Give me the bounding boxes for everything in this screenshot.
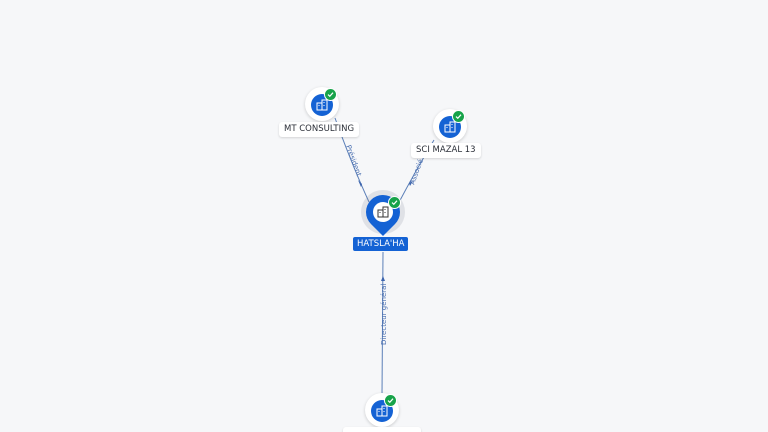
verified-check-icon [384,394,397,407]
building-icon [444,121,456,133]
focus-node-label[interactable]: HATSLA'HA [353,237,409,251]
verified-check-icon [388,196,401,209]
edge-label-directeur-general: Directeur général [380,284,388,345]
edge-arrow [358,180,362,187]
edge-bottom: Directeur général [380,251,388,397]
focus-node-inner [373,202,393,222]
node-sci-mazal-13[interactable] [433,109,467,143]
verified-check-icon [324,88,337,101]
node-label-mt-consulting[interactable]: MT CONSULTING [279,122,360,137]
node-mt-consulting[interactable] [305,87,339,121]
edge-arrow [409,181,413,186]
edge-arrow [381,276,385,281]
node-bottom[interactable] [365,393,399,427]
edge-label-associe: Associé [408,158,425,186]
node-label-bottom[interactable] [343,427,421,432]
edge-label-president: Président [344,144,363,178]
building-icon [377,206,389,218]
building-icon [376,405,388,417]
verified-check-icon [452,110,465,123]
building-icon [316,99,328,111]
node-label-sci-mazal-13[interactable]: SCI MAZAL 13 [411,143,481,158]
